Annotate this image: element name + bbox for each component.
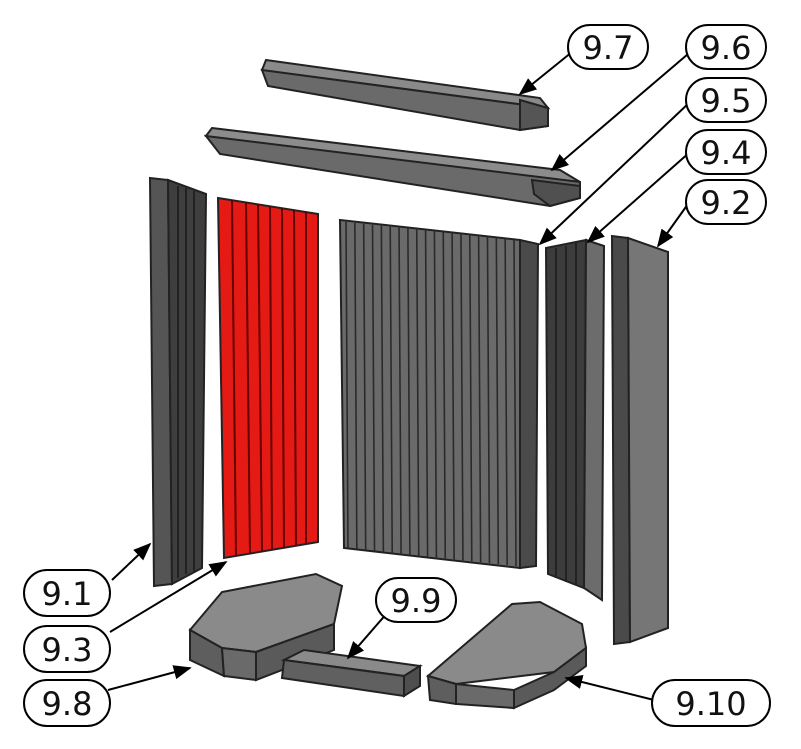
callout-label: 9.8 [42, 685, 93, 723]
callout-label: 9.1 [42, 575, 93, 613]
part-9-10-right-floor-brick [425, 600, 588, 710]
back-panel-rib [424, 230, 429, 557]
leader-9-4 [586, 151, 691, 244]
leader-9-9 [346, 611, 389, 660]
back-panel-rib [398, 227, 402, 554]
back-panel-rib [345, 221, 349, 549]
part-9-8-left-floor-brick [188, 572, 344, 682]
callout-9-3: 9.3 [23, 625, 111, 673]
callout-9-6: 9.6 [685, 24, 767, 70]
callout-label: 9.7 [583, 29, 634, 67]
back-panel-rib [460, 234, 464, 561]
leader-9-2 [656, 203, 689, 248]
callout-label: 9.3 [42, 631, 93, 669]
callout-label: 9.4 [701, 134, 752, 172]
back-panel-rib [442, 232, 447, 559]
back-panel-rib [486, 237, 491, 564]
back-panel-rib [354, 222, 358, 549]
callout-9-9: 9.9 [375, 577, 457, 623]
leader-9-3 [109, 561, 228, 633]
callout-label: 9.2 [701, 184, 752, 222]
callout-label: 9.5 [701, 82, 752, 120]
back-panel-rib [371, 224, 376, 551]
callout-9-8: 9.8 [23, 679, 111, 727]
back-panel-rib [389, 226, 394, 553]
back-panel-rib [513, 239, 517, 567]
callout-label: 9.9 [391, 582, 442, 620]
part-9-2-right-side-panel [610, 234, 669, 646]
callout-9-2: 9.2 [685, 179, 767, 225]
part-9-4-right-ribbed-panel [544, 238, 606, 602]
callout-9-10: 9.10 [651, 679, 771, 727]
back-panel-rib [380, 225, 385, 552]
back-panel-rib [504, 239, 508, 566]
part-9-5-back-panel [338, 218, 540, 570]
leader-9-5 [538, 101, 691, 246]
back-panel-rib [451, 233, 455, 560]
part-9-6-lower-baffle [203, 126, 581, 208]
leader-9-8 [107, 665, 192, 691]
callout-9-1: 9.1 [23, 569, 111, 617]
part-9-1-left-side-panel [148, 176, 208, 588]
leader-9-1 [111, 542, 152, 581]
leader-9-10 [564, 674, 655, 701]
back-panel-rib [477, 236, 482, 563]
back-panel-rib [495, 238, 500, 565]
callout-9-4: 9.4 [685, 129, 767, 175]
part-9-3-highlighted-panel [216, 196, 319, 560]
callout-9-5: 9.5 [685, 77, 767, 123]
part-9-7-top-baffle [260, 58, 551, 132]
back-panel-rib [407, 228, 411, 555]
back-panel-rib [415, 229, 420, 556]
callout-label: 9.10 [675, 685, 746, 723]
back-panel-rib [468, 235, 473, 562]
back-panel-rib [433, 231, 438, 558]
leader-9-7 [518, 51, 573, 96]
leader-9-6 [550, 53, 689, 172]
callout-label: 9.6 [701, 29, 752, 67]
back-panel-rib [362, 223, 367, 550]
part-9-9-center-floor-brick [280, 648, 423, 698]
leader-lines [107, 51, 691, 701]
callout-9-7: 9.7 [567, 24, 649, 70]
